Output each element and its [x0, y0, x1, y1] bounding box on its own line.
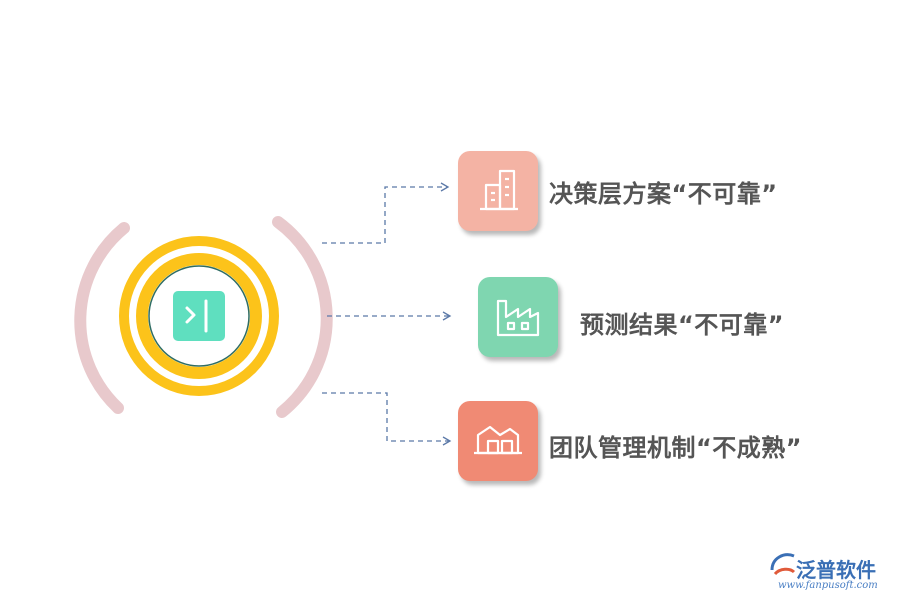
arrowhead-top: [440, 182, 450, 192]
warehouse-icon: [474, 425, 522, 455]
arrowhead-middle: [442, 311, 452, 321]
arrowhead-bottom: [442, 436, 452, 446]
connector-top: [322, 186, 447, 244]
item-label-team: 团队管理机制“不成熟”: [549, 434, 803, 462]
connector-bottom: [322, 392, 449, 442]
item-tile-building: [458, 151, 538, 231]
building-icon: [480, 169, 518, 211]
factory-icon: [496, 299, 540, 337]
left-arc: [74, 222, 130, 414]
fanpu-logo-icon: [770, 553, 796, 576]
item-label-decision: 决策层方案“不可靠”: [549, 180, 778, 208]
logo-name: 泛普软件: [796, 558, 876, 582]
right-arc: [272, 216, 333, 418]
panel-collapse-icon: [173, 291, 225, 341]
logo-url: www.fanpusoft.com: [778, 580, 878, 591]
item-label-forecast: 预测结果“不可靠”: [580, 311, 785, 339]
item-tile-factory: [478, 277, 558, 357]
item-tile-warehouse: [458, 401, 538, 481]
